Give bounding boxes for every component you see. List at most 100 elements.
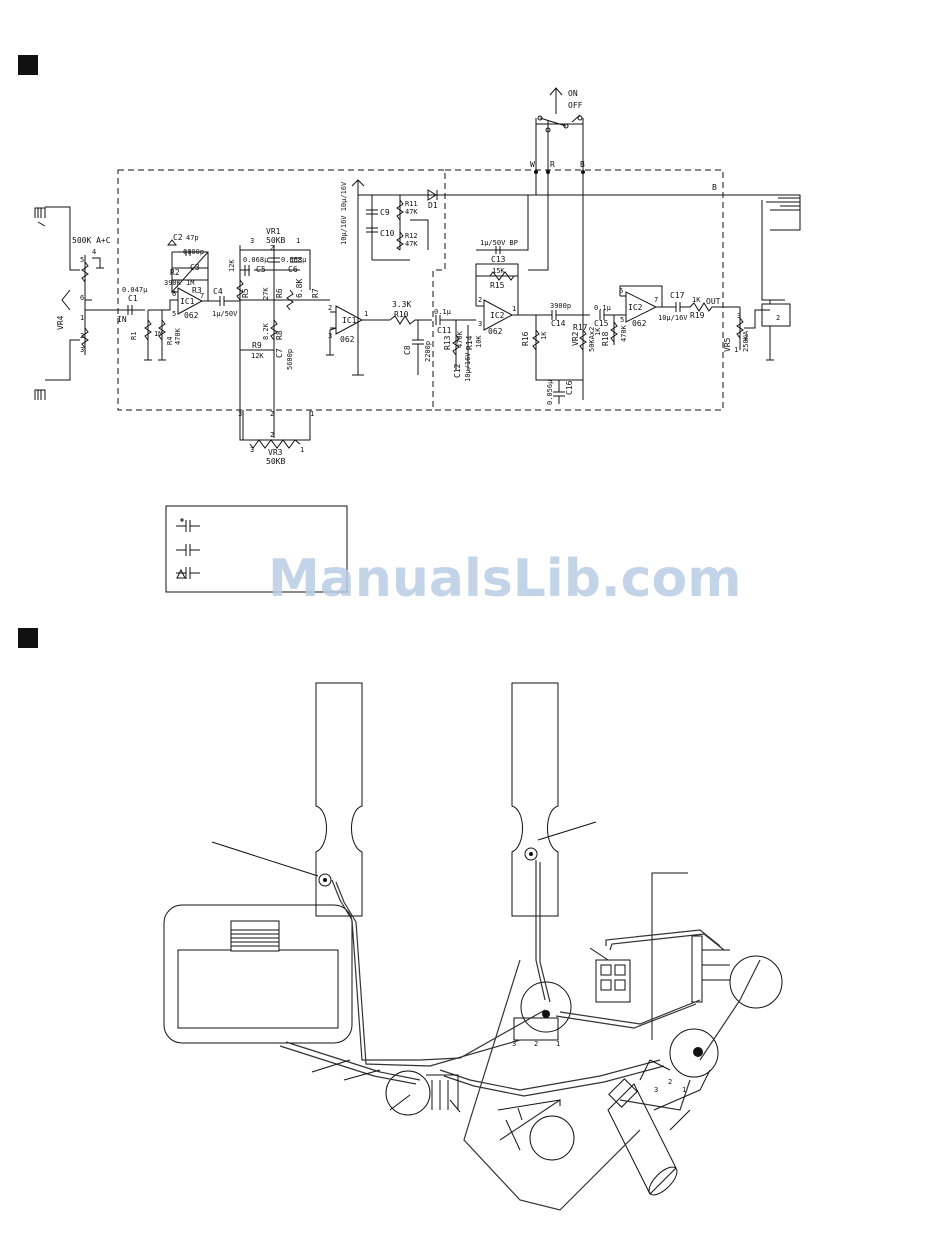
pot-pin-2: 2 [534,1040,538,1048]
c17-label: C17 [670,291,685,300]
ic1a-pin-5: 5 [172,310,176,318]
r10-label: R10 [394,310,409,319]
input-network: 0.047μ C1 R1 1M R4 470K [122,286,182,361]
jack-pin-2: 2 [776,314,780,322]
output-stage: C17 10μ/16V 1K R19 OUT VR5 250KA 3 2 1 2 [658,291,791,361]
r10-c8-filter: 3.3K R10 C8 2200p [389,300,432,375]
power-rail [358,194,801,231]
battery-symbol [761,197,800,301]
jack-pin-3: 3 [654,1086,658,1094]
capacitor-symbol [176,544,200,556]
r12-label: R12 [405,232,418,240]
vr1-pin-2: 2 [270,244,274,252]
vr5-label: VR5 [723,337,732,352]
r6-label: R6 [275,288,284,298]
jack-pin-1: 1 [682,1086,686,1094]
switch-off-label: OFF [568,101,583,110]
c4-coupling-cap: C4 1μ/50V [212,287,240,318]
vr4-pin-1: 1 [80,314,84,322]
d1-label: D1 [428,201,438,210]
eq-band-network: 3900p C14 R16 1K VR2 50KAx2 R17 1K 0.056… [512,302,602,405]
node-b-label: B [580,160,585,169]
tone-network: VR1 50KB 3 2 1 0.068μ C5 0.068μ C6 12K R… [228,227,330,441]
bridge-pickup-symbol [34,339,80,400]
r18-label: R18 [601,331,610,346]
section-marker-schematic [18,55,38,75]
pot-pin-3: 3 [512,1040,516,1048]
vr4-pin-2: 2 [80,332,84,340]
vr1-pin-3: 3 [250,237,254,245]
c9-c10-values: 10μ/16V 10μ/16V [340,181,348,245]
r18-value: 470K [620,324,628,342]
ic1b-pin-2: 2 [328,304,332,312]
vr1-value: 50KB [266,236,285,245]
c12-label: C12 [453,363,462,378]
ic2b-label: IC2 [628,303,643,312]
c3-value: 6800p [183,248,204,256]
vr1-label: VR1 [266,227,281,236]
electrolytic-cap-symbol [176,518,200,532]
ic2b-pin-7: 7 [654,296,658,304]
eq-board-connector [589,947,631,1003]
preamp-board-outline [117,169,446,411]
pot-treble [529,1115,575,1161]
section-marker-wiring [18,628,38,648]
vr3-label: VR3 [268,448,283,457]
vr5-pin-1: 1 [734,346,738,354]
r17-label: R17 [573,323,588,332]
ic1b-pin-3: 3 [328,332,332,340]
switch-on-label: ON [568,89,578,98]
ic2a-pin-1: 1 [512,305,516,313]
vr2-label: VR2 [571,331,580,346]
ic1b-value: 062 [340,335,355,344]
c1-label: C1 [128,294,138,303]
c15-label: C15 [594,319,609,328]
c2-value: 47p [186,234,199,242]
pot-volume [669,1028,719,1078]
r17-value: 1K [594,327,602,336]
c6-label: C6 [288,265,298,274]
r16-value: 1K [540,331,548,340]
r11-label: R11 [405,200,418,208]
neck-ground-screw [318,873,332,887]
bias-network: 10μ/16V 10μ/16V C9 C10 R11 47K R12 47K [340,179,429,375]
r4-label: R4 [166,337,174,345]
ic2a-label: IC2 [490,311,505,320]
c1-value: 0.047μ [122,286,148,294]
r8-value: 8.2K [262,322,270,340]
c14-label: C14 [551,319,566,328]
vr3-pot: VR3 50KB 3 2 1 3 2 1 [238,410,314,466]
output-label: OUT [706,297,721,306]
neck-pickup-outline [315,682,363,917]
input-label: IN [117,315,127,324]
r3-value: 1M [186,279,194,287]
c16-value: 0.056μ [546,379,554,405]
ic2a-pin-3: 3 [478,320,482,328]
c8-label: C8 [403,345,412,355]
vr4-pin-3: 3 [80,346,84,354]
r15-value: 15K [492,267,505,275]
vr4-pin-4: 4 [92,248,96,256]
ic2b-value: 062 [632,319,647,328]
vr4-label: VR4 [56,315,65,330]
ic1b-stage: IC1 062 2 3 1 [326,304,390,356]
r2-label: R2 [170,268,180,277]
vr3-pin-3: 3 [250,446,254,454]
ic1a-value: 062 [184,311,199,320]
vr3-pin-2: 2 [270,431,274,439]
r5-value: 12K [228,259,236,272]
pot-bass [385,1070,431,1116]
c5-label: C5 [256,265,266,274]
ic1a-pin-7: 7 [200,292,204,300]
c13-label: C13 [491,255,506,264]
ic2a-stage: 1μ/50V BP C13 15K R15 IC2 062 2 3 1 [475,195,529,336]
ic1a-preamp-stage: C2 47p 6800p C3 R2 390K 1M R3 IC1 062 6 … [164,233,220,320]
bridge-ground-screw [524,847,538,861]
c7-value: 5600p [286,349,294,370]
vr3-value: 50KB [266,457,285,466]
ic1a-label: IC1 [180,297,195,306]
manualslib-watermark: ManualsLib.com [268,549,741,609]
vr2-value: 50KAx2 [588,327,596,352]
pot-pin-1: 1 [556,1040,560,1048]
vr4-blend-pot: 500K A+C VR4 5 4 6 1 2 3 [56,236,145,355]
